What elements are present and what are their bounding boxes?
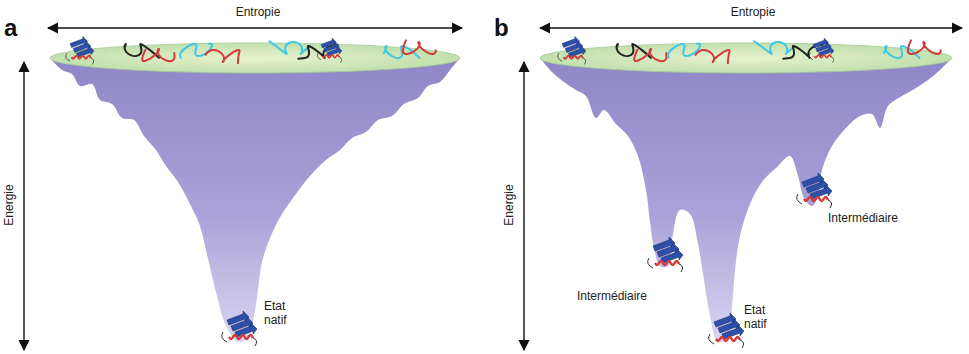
folded-protein (797, 173, 832, 208)
funnel-body (540, 58, 952, 342)
folded-protein (648, 237, 683, 272)
panel-letter: b (494, 14, 509, 42)
unfolded-chain (634, 49, 666, 61)
axis-arrow (23, 62, 24, 350)
funnel-rim (50, 43, 460, 73)
folded-protein (809, 38, 834, 63)
axis-label: Entropie (233, 6, 284, 20)
axis-arrow (523, 62, 524, 350)
axis-label: Entropie (728, 6, 779, 20)
unfolded-chain (403, 40, 436, 54)
panel-letter: a (4, 14, 17, 42)
funnel-rim (540, 43, 952, 73)
axis-label: Energie (3, 184, 17, 225)
unfolded-chain (269, 41, 307, 54)
folded-protein (558, 36, 586, 64)
funnel-body (50, 58, 460, 342)
state-label: Etat natif (264, 300, 304, 328)
unfolded-chain (908, 40, 941, 54)
folded-protein (66, 36, 94, 64)
unfolded-chain (884, 46, 920, 58)
axis-label: Energie (503, 184, 517, 225)
unfolded-chain (142, 49, 174, 61)
axis-arrow (48, 27, 462, 28)
unfolded-chain (754, 41, 792, 54)
unfolded-chain (180, 44, 212, 58)
state-label: Intermédiaire (577, 290, 647, 304)
folded-protein (709, 313, 744, 348)
unfolded-chain (695, 50, 729, 63)
folded-protein (317, 38, 342, 63)
state-label: Etat natif (744, 304, 784, 332)
state-label: Intermédiaire (828, 212, 898, 226)
axis-arrow (540, 27, 962, 28)
unfolded-chain (205, 50, 239, 63)
folded-protein (222, 311, 257, 346)
